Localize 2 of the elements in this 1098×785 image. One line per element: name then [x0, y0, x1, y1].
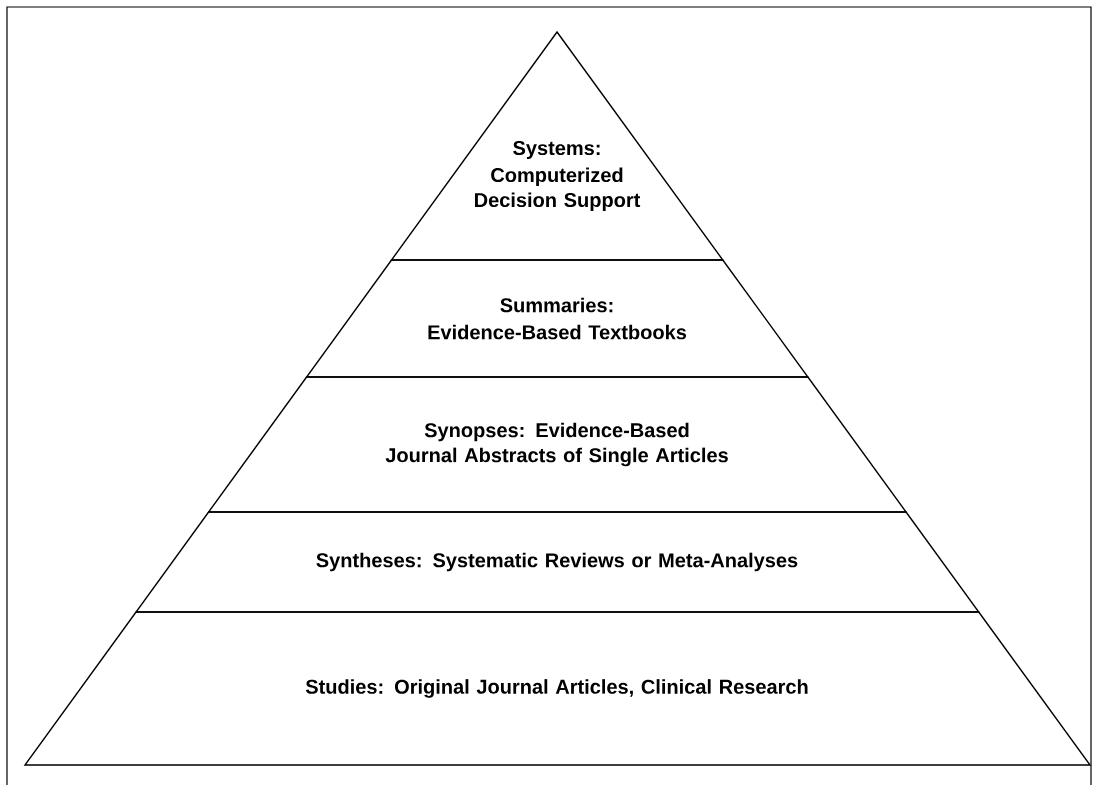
pyramid-band: Summaries: Evidence-Based Textbooks	[305, 259, 810, 378]
pyramid-band: Synopses: Evidence-Based Journal Abstracts of Single Articles	[207, 376, 908, 513]
